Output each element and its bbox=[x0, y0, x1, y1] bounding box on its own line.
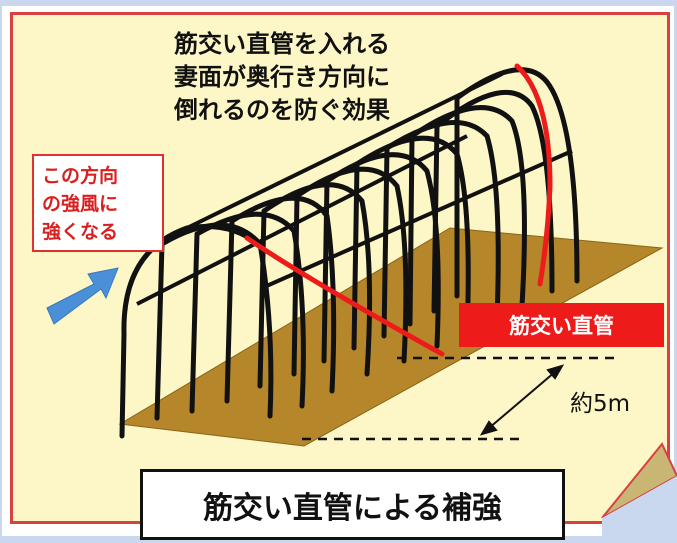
arch-leg bbox=[291, 193, 300, 377]
wind-direction-arrow-icon bbox=[46, 267, 119, 325]
arch bbox=[324, 152, 441, 349]
arch-leg bbox=[351, 161, 360, 351]
brace-pipe-label-text: 筋交い直管 bbox=[509, 314, 614, 338]
arch-leg bbox=[321, 178, 330, 364]
arch bbox=[434, 89, 555, 294]
page-curl-icon bbox=[601, 442, 677, 543]
arch bbox=[261, 182, 373, 377]
wind-note-line-1: この方向 bbox=[42, 165, 119, 187]
image-frame: 筋交い直管を入れる 妻面が奥行き方向に 倒れるのを防ぐ効果 この方向 の強風に … bbox=[2, 6, 677, 543]
arch bbox=[121, 223, 263, 337]
brace-side bbox=[244, 235, 445, 357]
headline-line-3: 倒れるのを防ぐ効果 bbox=[174, 96, 390, 124]
reference-lines bbox=[302, 356, 614, 441]
arch-frames bbox=[119, 67, 580, 439]
arch bbox=[384, 120, 501, 321]
arch-leg bbox=[381, 145, 390, 339]
brace-end bbox=[514, 63, 553, 287]
caption-box: 筋交い直管による補強 bbox=[140, 469, 565, 540]
wind-note: この方向 の強風に 強くなる bbox=[42, 162, 118, 246]
wind-note-line-3: 強くなる bbox=[42, 221, 119, 243]
distance-dimension-arrow-icon bbox=[479, 364, 565, 436]
wind-note-line-2: の強風に bbox=[42, 193, 119, 215]
greenhouse-illustration bbox=[46, 63, 677, 543]
arch-leg bbox=[189, 231, 200, 414]
purlins bbox=[136, 72, 573, 306]
arch-front-right-leg bbox=[154, 241, 165, 421]
headline-line-1: 筋交い直管を入れる bbox=[174, 30, 390, 58]
caption: 筋交い直管による補強 bbox=[202, 490, 503, 526]
arch-leg bbox=[431, 123, 440, 314]
purlin bbox=[186, 72, 503, 230]
distance-label: 約5m bbox=[570, 391, 631, 417]
arch-front-left-leg bbox=[119, 331, 127, 439]
brace-pipe-label: 筋交い直管 bbox=[459, 303, 664, 347]
purlin bbox=[136, 134, 468, 306]
wind-note-box: この方向 の強風に 強くなる bbox=[32, 154, 164, 252]
headline: 筋交い直管を入れる 妻面が奥行き方向に 倒れるのを防ぐ効果 bbox=[174, 28, 434, 127]
purlin bbox=[261, 149, 573, 290]
arch-leg bbox=[224, 218, 235, 404]
headline-line-2: 妻面が奥行き方向に bbox=[174, 63, 390, 91]
arch-leg bbox=[407, 133, 415, 327]
arch bbox=[294, 166, 409, 364]
diagonal-braces bbox=[244, 63, 553, 357]
